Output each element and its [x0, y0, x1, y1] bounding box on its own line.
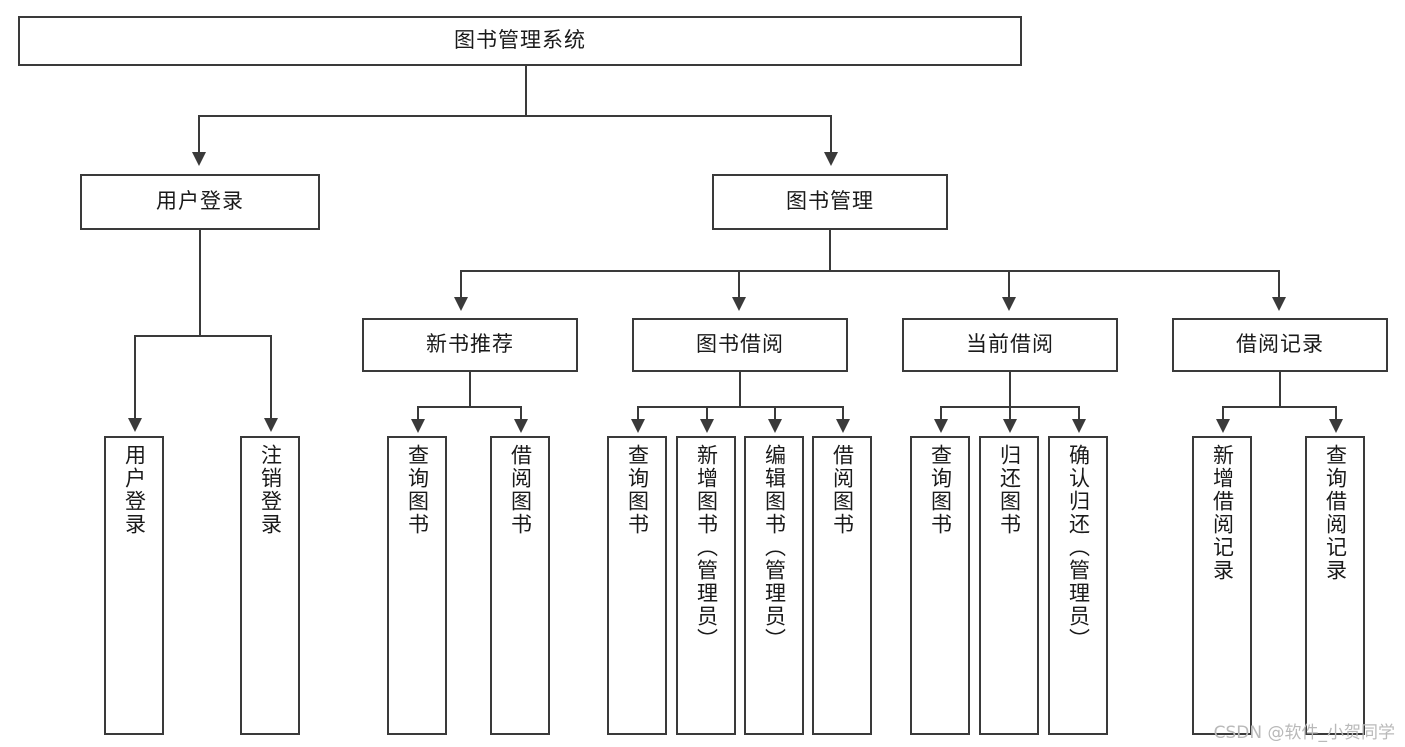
edge-current-borrow-stem — [1009, 372, 1011, 407]
node-label: 借阅记录 — [1236, 332, 1324, 357]
leaf-query-book-recommend[interactable]: 查询图书 — [387, 436, 447, 735]
node-user-login[interactable]: 用户登录 — [80, 174, 320, 230]
leaf-query-book-current[interactable]: 查询图书 — [910, 436, 970, 735]
edge-drop-bb-leaf-1 — [637, 406, 639, 422]
node-label: 图书管理 — [786, 189, 874, 214]
arrow-book-manage — [824, 152, 838, 166]
arrow-cb-leaf-2 — [1003, 419, 1017, 433]
node-new-book-recommend[interactable]: 新书推荐 — [362, 318, 578, 372]
edge-drop-bb-leaf-2 — [706, 406, 708, 422]
node-label: 新增借阅记录 — [1210, 444, 1235, 582]
node-book-manage[interactable]: 图书管理 — [712, 174, 948, 230]
leaf-borrow-book-recommend[interactable]: 借阅图书 — [490, 436, 550, 735]
edge-new-book-stem — [469, 372, 471, 407]
edge-level3-bus — [460, 270, 1280, 272]
arrow-user-login — [192, 152, 206, 166]
edge-drop-br-leaf-2 — [1335, 406, 1337, 422]
node-label: 查询借阅记录 — [1323, 444, 1348, 582]
edge-drop-nb-leaf-1 — [417, 406, 419, 422]
leaf-confirm-return-admin[interactable]: 确认归还（管理员） — [1048, 436, 1108, 735]
edge-book-borrow-bus — [637, 406, 844, 408]
edge-user-login-stem — [199, 230, 201, 336]
arrow-leaf-user-login — [128, 418, 142, 432]
node-label: 编辑图书（管理员） — [762, 444, 787, 651]
csdn-watermark: CSDN @软件_小贺同学 — [1213, 723, 1395, 743]
leaf-user-login[interactable]: 用户登录 — [104, 436, 164, 735]
node-label: 确认归还（管理员） — [1066, 444, 1091, 651]
edge-drop-book-manage — [830, 115, 832, 155]
arrow-borrow-record — [1272, 297, 1286, 311]
edge-new-book-bus — [417, 406, 522, 408]
node-label: 查询图书 — [625, 444, 650, 536]
edge-borrow-record-stem — [1279, 372, 1281, 407]
edge-book-borrow-stem — [739, 372, 741, 407]
node-label: 图书借阅 — [696, 332, 784, 357]
arrow-nb-leaf-2 — [514, 419, 528, 433]
node-label: 归还图书 — [997, 444, 1022, 536]
arrow-bb-leaf-3 — [768, 419, 782, 433]
node-label: 新增图书（管理员） — [694, 444, 719, 651]
arrow-cb-leaf-1 — [934, 419, 948, 433]
edge-drop-book-borrow — [738, 270, 740, 300]
edge-drop-br-leaf-1 — [1222, 406, 1224, 422]
node-label: 当前借阅 — [966, 332, 1054, 357]
leaf-return-book[interactable]: 归还图书 — [979, 436, 1039, 735]
arrow-current-borrow — [1002, 297, 1016, 311]
edge-drop-user-login — [198, 115, 200, 155]
arrow-bb-leaf-4 — [836, 419, 850, 433]
leaf-query-borrow-record[interactable]: 查询借阅记录 — [1305, 436, 1365, 735]
arrow-book-borrow — [732, 297, 746, 311]
arrow-leaf-logout — [264, 418, 278, 432]
leaf-add-book-admin[interactable]: 新增图书（管理员） — [676, 436, 736, 735]
edge-user-login-bus — [134, 335, 272, 337]
arrow-bb-leaf-2 — [700, 419, 714, 433]
leaf-borrow-book[interactable]: 借阅图书 — [812, 436, 872, 735]
edge-drop-new-book — [460, 270, 462, 300]
arrow-nb-leaf-1 — [411, 419, 425, 433]
arrow-bb-leaf-1 — [631, 419, 645, 433]
arrow-cb-leaf-3 — [1072, 419, 1086, 433]
edge-drop-cb-leaf-3 — [1078, 406, 1080, 422]
edge-drop-leaf-logout — [270, 335, 272, 421]
node-label: 新书推荐 — [426, 332, 514, 357]
node-label: 查询图书 — [928, 444, 953, 536]
node-root-system[interactable]: 图书管理系统 — [18, 16, 1022, 66]
edge-drop-leaf-user-login — [134, 335, 136, 421]
edge-drop-bb-leaf-3 — [774, 406, 776, 422]
leaf-add-borrow-record[interactable]: 新增借阅记录 — [1192, 436, 1252, 735]
edge-book-manage-stem — [829, 230, 831, 271]
edge-drop-bb-leaf-4 — [842, 406, 844, 422]
node-label: 用户登录 — [122, 444, 147, 536]
arrow-new-book — [454, 297, 468, 311]
node-label: 图书管理系统 — [454, 28, 586, 53]
edge-drop-cb-leaf-1 — [940, 406, 942, 422]
edge-drop-current-borrow — [1008, 270, 1010, 300]
arrow-br-leaf-2 — [1329, 419, 1343, 433]
edge-borrow-record-bus — [1222, 406, 1337, 408]
leaf-logout[interactable]: 注销登录 — [240, 436, 300, 735]
node-label: 注销登录 — [258, 444, 283, 536]
edge-drop-cb-leaf-2 — [1009, 406, 1011, 422]
edge-drop-borrow-record — [1278, 270, 1280, 300]
leaf-query-book-borrow[interactable]: 查询图书 — [607, 436, 667, 735]
node-book-borrow[interactable]: 图书借阅 — [632, 318, 848, 372]
leaf-edit-book-admin[interactable]: 编辑图书（管理员） — [744, 436, 804, 735]
edge-root-stem — [525, 66, 527, 116]
arrow-br-leaf-1 — [1216, 419, 1230, 433]
node-current-borrow[interactable]: 当前借阅 — [902, 318, 1118, 372]
edge-level2-bus — [198, 115, 832, 117]
node-borrow-record[interactable]: 借阅记录 — [1172, 318, 1388, 372]
node-label: 借阅图书 — [830, 444, 855, 536]
edge-drop-nb-leaf-2 — [520, 406, 522, 422]
node-label: 用户登录 — [156, 189, 244, 214]
node-label: 借阅图书 — [508, 444, 533, 536]
node-label: 查询图书 — [405, 444, 430, 536]
